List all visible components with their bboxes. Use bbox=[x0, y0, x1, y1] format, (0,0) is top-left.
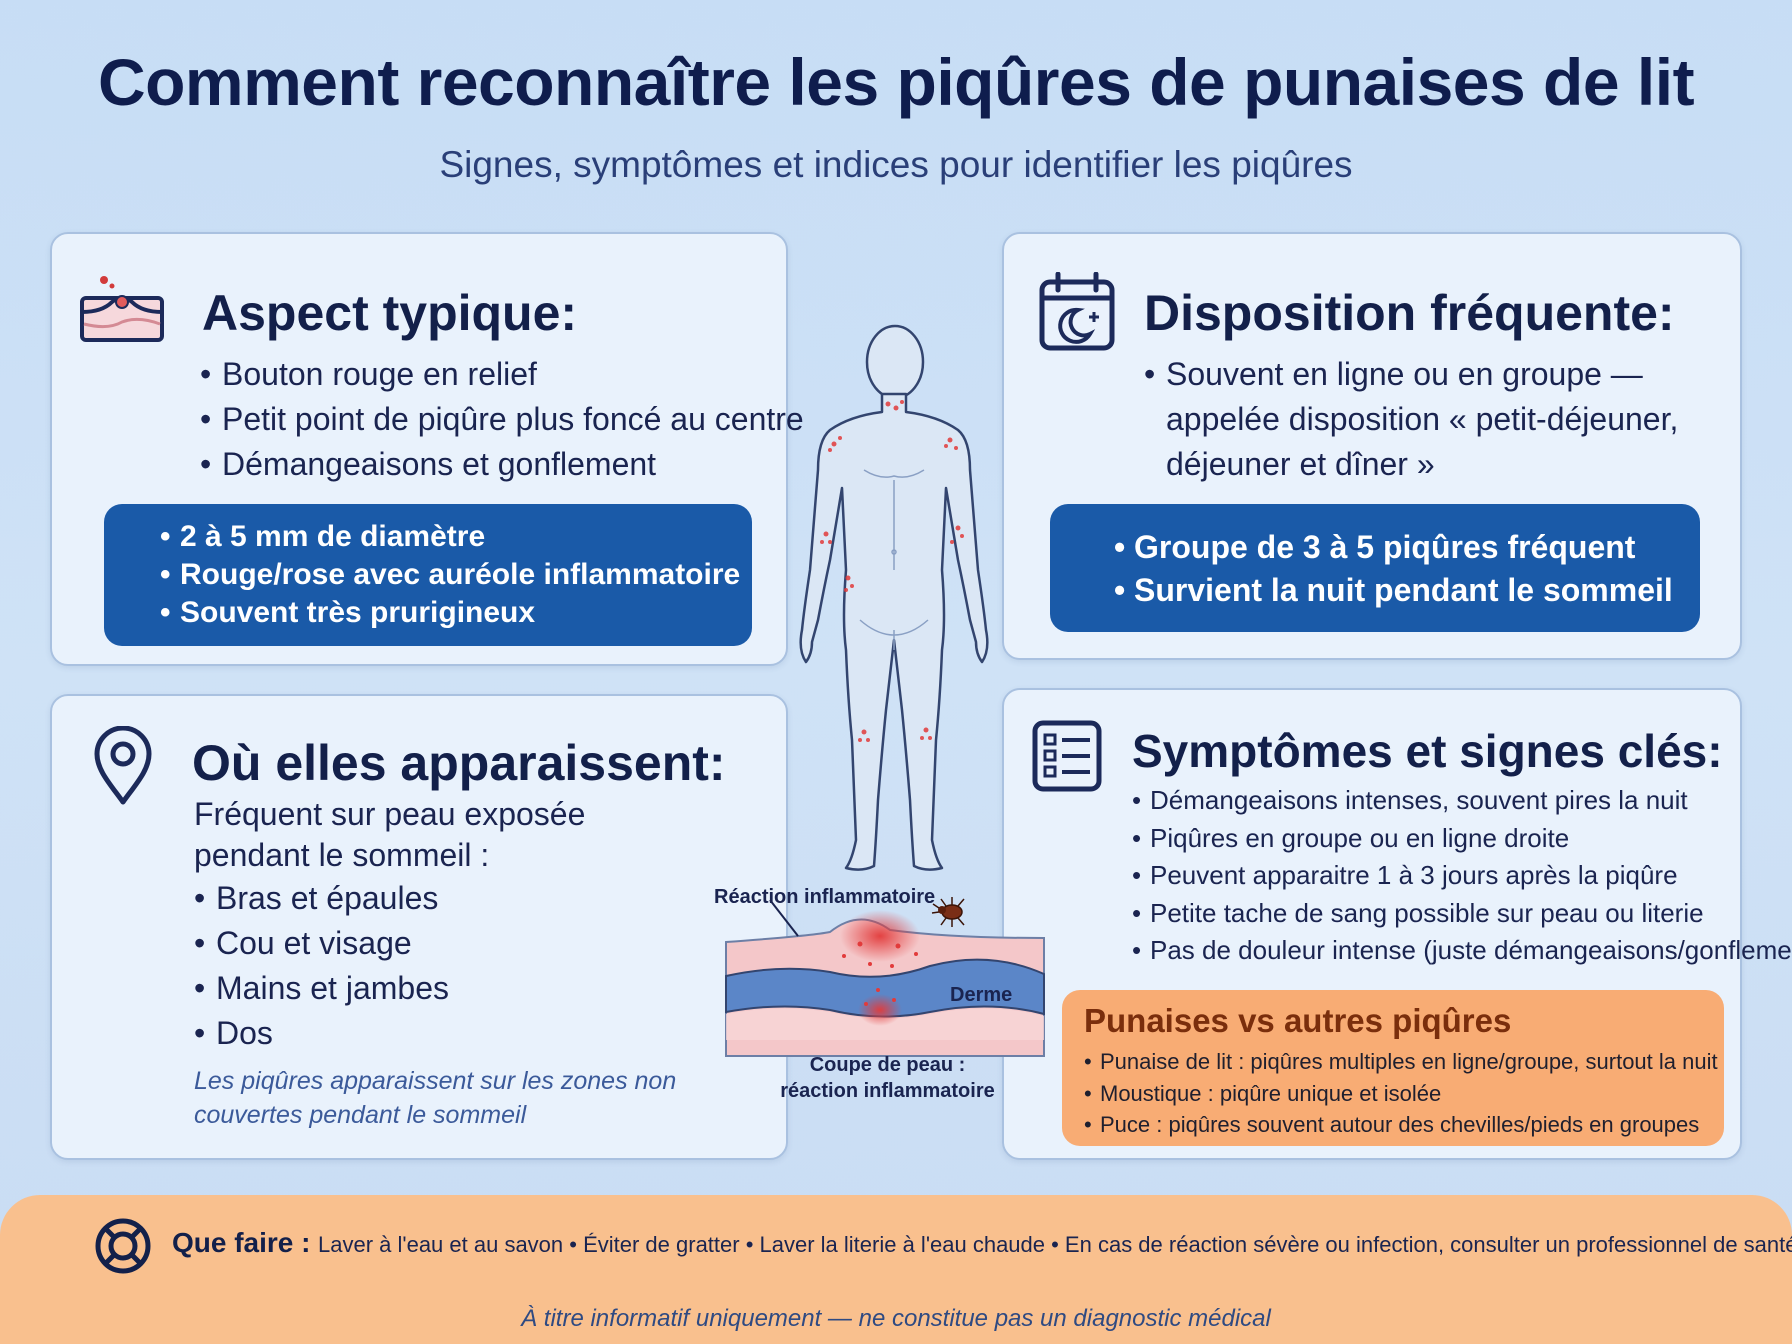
symptoms-card: Symptômes et signes clés: Démangeaisons … bbox=[1002, 688, 1792, 1160]
location-note: Les piqûres apparaissent sur les zones n… bbox=[194, 1064, 676, 1132]
disposition-heading: Disposition fréquente: bbox=[1144, 285, 1675, 341]
disposition-line: appelée disposition « petit-déjeuner, bbox=[1166, 401, 1679, 437]
highlight-item: Groupe de 3 à 5 piqûres fréquent bbox=[1114, 526, 1700, 569]
list-item: Dos bbox=[194, 1011, 449, 1056]
comparison-item: Punaise de lit : piqûres multiples en li… bbox=[1084, 1046, 1724, 1078]
page-title: Comment reconnaître les piqûres de punai… bbox=[97, 45, 1695, 119]
list-item: Démangeaisons et gonflement bbox=[200, 442, 804, 487]
location-card: Où elles apparaissent: Fréquent sur peau… bbox=[50, 694, 788, 1160]
page-subtitle: Signes, symptômes et indices pour identi… bbox=[439, 144, 1353, 185]
list-item: Petit point de piqûre plus foncé au cent… bbox=[200, 397, 804, 442]
highlight-item: Souvent très prurigineux bbox=[160, 594, 752, 632]
list-item: Piqûres en groupe ou en ligne droite bbox=[1132, 820, 1792, 858]
location-intro: Fréquent sur peau exposée pendant le som… bbox=[194, 794, 585, 876]
skin-bump-icon bbox=[78, 272, 166, 349]
comparison-item: Puce : piqûres souvent autour des chevil… bbox=[1084, 1109, 1724, 1141]
diagram-caption-line: réaction inflammatoire bbox=[780, 1080, 995, 1102]
footer-banner: Que faire : Laver à l'eau et au savon • … bbox=[0, 1195, 1792, 1344]
location-list: Bras et épaules Cou et visage Mains et j… bbox=[194, 876, 449, 1056]
list-item: Petite tache de sang possible sur peau o… bbox=[1132, 895, 1792, 933]
map-pin-icon bbox=[92, 725, 154, 811]
comparison-item: Moustique : piqûre unique et isolée bbox=[1084, 1078, 1724, 1110]
list-item: Bras et épaules bbox=[194, 876, 449, 921]
highlight-item: Survient la nuit pendant le sommeil bbox=[1114, 569, 1700, 612]
symptoms-list: Démangeaisons intenses, souvent pires la… bbox=[1132, 782, 1792, 970]
location-heading: Où elles apparaissent: bbox=[192, 735, 726, 791]
location-intro-line: Fréquent sur peau exposée bbox=[194, 796, 586, 832]
footer-actions: Laver à l'eau et au savon • Éviter de gr… bbox=[318, 1232, 1792, 1257]
aspect-card: Aspect typique: Bouton rouge en relief P… bbox=[50, 232, 804, 666]
disposition-description: Souvent en ligne ou en groupe — appelée … bbox=[1144, 352, 1678, 487]
location-note-line: Les piqûres apparaissent sur les zones n… bbox=[194, 1067, 677, 1095]
list-item: Cou et visage bbox=[194, 921, 449, 966]
comparison-box: Punaises vs autres piqûres Punaise de li… bbox=[1062, 990, 1724, 1146]
diagram-label-derme: Derme bbox=[950, 984, 1013, 1006]
aspect-heading: Aspect typique: bbox=[202, 285, 578, 341]
footer-disclaimer: À titre informatif uniquement — ne const… bbox=[521, 1305, 1271, 1332]
list-item: Pas de douleur intense (juste démangeais… bbox=[1132, 932, 1792, 970]
calendar-moon-icon bbox=[1038, 271, 1116, 357]
disposition-card: Disposition fréquente: Souvent en ligne … bbox=[1002, 232, 1742, 660]
bedbug-icon bbox=[931, 897, 965, 927]
symptoms-heading: Symptômes et signes clés: bbox=[1132, 725, 1723, 777]
highlight-item: 2 à 5 mm de diamètre bbox=[160, 518, 752, 556]
disposition-line: déjeuner et dîner » bbox=[1166, 446, 1435, 482]
list-item: Démangeaisons intenses, souvent pires la… bbox=[1132, 782, 1792, 820]
location-note-line: couvertes pendant le sommeil bbox=[194, 1101, 527, 1129]
comparison-title: Punaises vs autres piqûres bbox=[1084, 1002, 1512, 1039]
diagram-caption: Coupe de peau : réaction inflammatoire bbox=[760, 1052, 1015, 1104]
disposition-highlight-box: Groupe de 3 à 5 piqûres fréquent Survien… bbox=[1050, 504, 1700, 632]
aspect-highlight-box: 2 à 5 mm de diamètre Rouge/rose avec aur… bbox=[104, 504, 752, 646]
disposition-line: Souvent en ligne ou en groupe — bbox=[1144, 352, 1678, 397]
checklist-icon bbox=[1032, 720, 1102, 797]
skin-cross-section-diagram bbox=[720, 880, 1050, 1080]
aspect-list: Bouton rouge en relief Petit point de pi… bbox=[200, 352, 804, 487]
highlight-item: Rouge/rose avec auréole inflammatoire bbox=[160, 556, 752, 594]
diagram-caption-line: Coupe de peau : bbox=[809, 1054, 966, 1076]
human-body-illustration bbox=[790, 320, 1000, 890]
list-item: Bouton rouge en relief bbox=[200, 352, 804, 397]
list-item: Mains et jambes bbox=[194, 966, 449, 1011]
lifebuoy-icon bbox=[94, 1217, 152, 1280]
location-intro-line: pendant le sommeil : bbox=[194, 837, 490, 873]
footer-heading: Que faire : bbox=[172, 1227, 311, 1258]
list-item: Peuvent apparaitre 1 à 3 jours après la … bbox=[1132, 857, 1792, 895]
diagram-label-reaction: Réaction inflammatoire bbox=[714, 886, 936, 908]
